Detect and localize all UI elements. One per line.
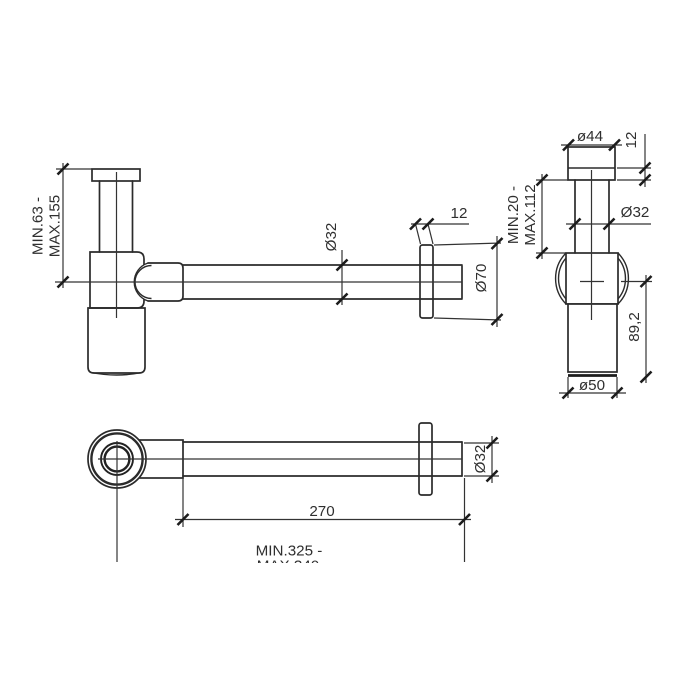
dim-pipe-diameter: Ø32	[323, 223, 349, 306]
dim-outlet-diameter: Ø32	[464, 436, 499, 483]
top-flange-thickness-label: 12	[623, 132, 640, 149]
sphere-right-arc-outer	[617, 252, 630, 305]
dim-tick	[176, 513, 190, 526]
total-range-label-line1: MIN.325 -	[256, 543, 323, 560]
dim-tick	[56, 162, 70, 176]
wall-flange-thickness-label: 12	[451, 205, 468, 222]
sphere-right-arc-inner	[615, 254, 627, 303]
dim-tick	[610, 386, 624, 400]
top-flange-diameter-label: ø44	[577, 128, 603, 145]
dim-pipe-length: 270	[175, 478, 471, 562]
dim-tick	[639, 370, 653, 384]
dim-tick	[485, 436, 499, 450]
dim-tick	[485, 469, 499, 483]
dim-tick	[56, 275, 70, 289]
dim-top-flange-diameter: ø44	[561, 128, 622, 152]
dim-tick	[535, 173, 549, 187]
dim-tick	[568, 217, 582, 231]
trap-cup-front	[567, 303, 618, 373]
dim-tick	[561, 386, 575, 400]
dim-cup-diameter: ø50	[559, 377, 626, 400]
dim-tail-range: MIN.20 - MAX.112	[505, 173, 568, 260]
dim-tick	[335, 258, 349, 272]
side-view: MIN.63 - MAX.155 Ø32 12 Ø70	[30, 162, 504, 376]
dim-tick	[458, 513, 471, 526]
sphere-left-arc-outer	[554, 252, 567, 305]
dim-tick	[639, 275, 653, 288]
tube-diameter-label: Ø32	[621, 204, 650, 221]
top-view: Ø32 270 MIN.325 - MAX.340	[60, 422, 500, 623]
pipe-length-label: 270	[309, 503, 334, 520]
tail-range-label-line1: MIN.20 -	[505, 186, 522, 244]
sphere-left-arc-inner	[557, 254, 569, 303]
tail-range-label-line2: MAX.112	[522, 184, 539, 245]
dim-tick	[409, 217, 422, 231]
dim-tick	[638, 161, 652, 175]
height-range-label-line1: MIN.63 -	[30, 197, 47, 255]
dim-tick	[602, 217, 616, 231]
dim-tick	[490, 237, 504, 250]
trap-cup-bottom-arc	[90, 371, 143, 376]
dim-body-height: 89,2	[621, 275, 653, 384]
outlet-diameter-label: Ø32	[472, 445, 489, 474]
dim-wall-flange-diameter: Ø70	[433, 236, 504, 327]
dim-tick	[421, 217, 435, 231]
dim-tick	[608, 138, 621, 152]
dim-tick	[490, 313, 504, 326]
body-height-label: 89,2	[626, 312, 643, 342]
dim-tube-diameter: Ø32	[566, 204, 651, 231]
dim-tick	[562, 138, 575, 152]
dim-top-flange-thickness: 12	[617, 132, 652, 187]
dim-height-range: MIN.63 - MAX.155	[30, 162, 92, 289]
dim-tick	[535, 246, 549, 260]
wall-flange-diameter-label: Ø70	[473, 264, 490, 293]
image-crop-mask	[60, 563, 500, 623]
height-range-label-line2: MAX.155	[47, 195, 64, 257]
dim-wall-flange-thickness: 12	[409, 205, 469, 245]
dim-tick	[638, 173, 652, 187]
cup-diameter-label: ø50	[579, 377, 605, 394]
front-view: ø44 12 MIN.20 - MAX.112 Ø32	[505, 128, 653, 400]
dim-tick	[335, 292, 349, 306]
pipe-diameter-label: Ø32	[323, 223, 340, 252]
